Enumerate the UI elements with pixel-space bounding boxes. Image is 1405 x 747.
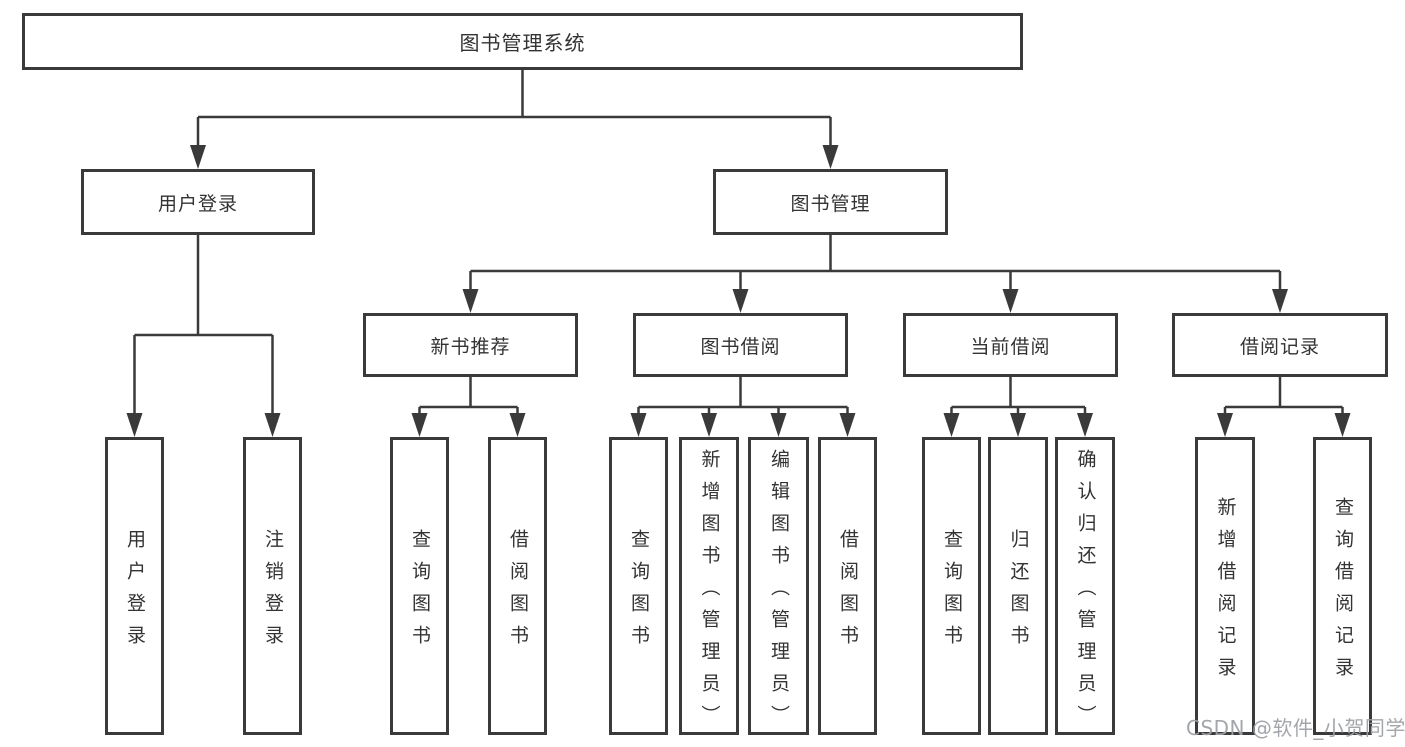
leaf-return-books: 归还图书 [988,437,1048,735]
node-label: 查询图书 [941,528,963,657]
leaf-add-borrow-record: 新增借阅记录 [1195,437,1255,735]
leaf-borrow-books-2: 借阅图书 [818,437,877,735]
connector-borrow-records-children [1223,377,1344,414]
arrowheads [126,145,1351,437]
node-label: 借阅图书 [837,528,859,657]
leaf-query-books-2: 查询图书 [609,437,668,735]
node-label: 确认归还（管理员） [1074,448,1097,737]
node-new-book-recommend: 新书推荐 [363,313,578,377]
leaf-borrow-books-1: 借阅图书 [488,437,547,735]
node-label: 新增借阅记录 [1214,496,1237,689]
node-label: 查询图书 [409,528,431,657]
connector-book-management-children [469,234,1282,290]
leaf-edit-books-admin: 编辑图书（管理员） [748,437,809,737]
leaf-query-books-1: 查询图书 [390,437,449,735]
node-book-management: 图书管理 [713,169,948,235]
leaf-query-borrow-record: 查询借阅记录 [1313,437,1372,735]
node-label: 查询图书 [628,528,650,657]
node-library-management-system: 图书管理系统 [22,13,1023,70]
node-label: 当前借阅 [970,335,1051,358]
connector-root-to-level2 [196,69,832,146]
leaf-user-login: 用户登录 [105,437,164,735]
connector-user-login-children [133,234,274,414]
connector-new-book-children [418,377,519,414]
leaf-confirm-return-admin: 确认归还（管理员） [1055,437,1115,737]
node-book-borrow: 图书借阅 [633,313,848,377]
connector-book-borrow-children [637,377,849,414]
node-current-borrow: 当前借阅 [903,313,1118,377]
node-label: 用户登录 [157,192,238,215]
leaf-logout: 注销登录 [243,437,302,735]
leaf-add-books-admin: 新增图书（管理员） [679,437,739,737]
leaf-query-books-3: 查询图书 [922,437,981,735]
node-label: 查询借阅记录 [1332,496,1354,689]
node-label: 新书推荐 [430,335,511,358]
node-label: 借阅记录 [1239,335,1320,358]
node-label: 图书管理系统 [459,31,586,55]
node-label: 图书管理 [790,192,871,215]
connector-current-borrow-children [950,377,1087,414]
node-borrow-records: 借阅记录 [1172,313,1388,377]
node-label: 用户登录 [124,528,146,657]
node-user-login: 用户登录 [81,169,315,235]
node-label: 新增图书（管理员） [698,448,721,737]
node-label: 图书借阅 [700,335,781,358]
node-label: 编辑图书（管理员） [768,448,790,737]
node-label: 注销登录 [262,528,284,657]
node-label: 归还图书 [1007,528,1030,657]
csdn-watermark: CSDN @软件_小贺同学 [1186,716,1405,740]
node-label: 借阅图书 [507,528,529,657]
